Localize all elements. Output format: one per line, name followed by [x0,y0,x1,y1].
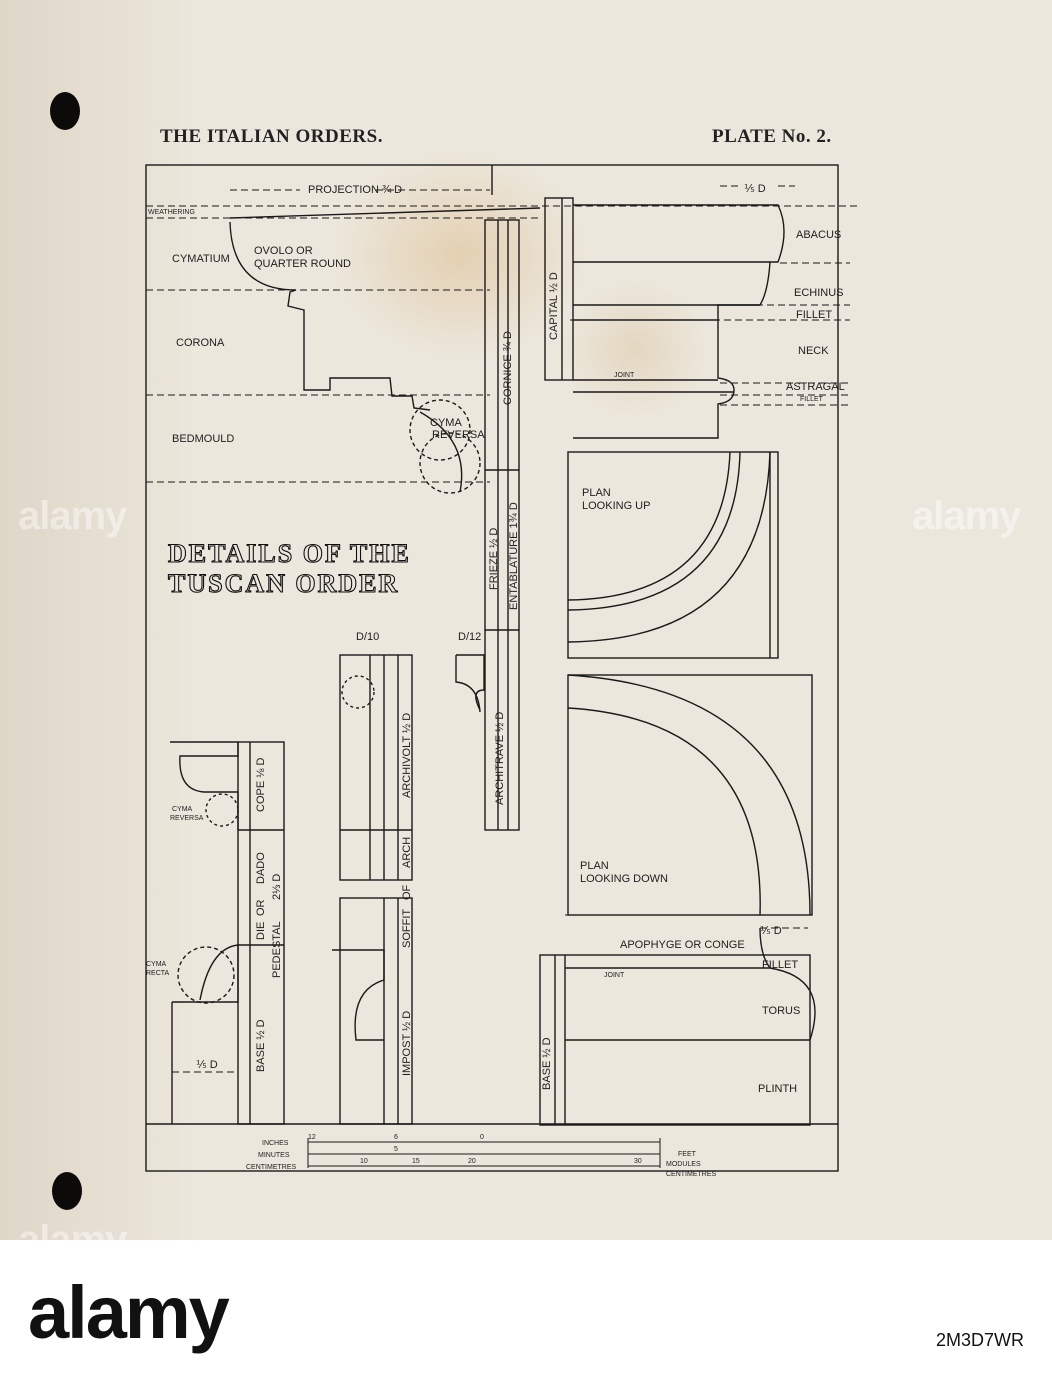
capital-profile [573,204,785,439]
projection-label: PROJECTION ¾ D [308,184,402,196]
cymatium-label: CYMATIUM [172,253,230,265]
pedestal-strip [237,741,285,1125]
impost-profile [332,949,385,1041]
capital-label: CAPITAL ½ D [548,272,560,340]
capital-joint-label: JOINT [614,372,635,379]
pedestal-profile [170,741,239,830]
base-half-d-label: BASE ½ D [541,1037,553,1090]
of-label: OF [401,884,413,900]
scale-tick-c15: 15 [412,1158,420,1165]
binder-hole-top [50,92,80,130]
cyma-reversa-label-2: REVERSA [432,429,485,441]
cyma-reversa-label-1: CYMA [430,417,462,429]
capital-fillet-label: FILLET [796,309,832,321]
watermark-right: alamy [912,494,1021,538]
scale-tick-c20: 20 [468,1158,476,1165]
two-third-d-label: 2⅓ D [271,874,283,900]
die-label: DIE [255,922,267,940]
ovolo-label-1: OVOLO OR [254,245,313,257]
abacus-label: ABACUS [796,229,841,241]
torus-label: TORUS [762,1005,800,1017]
astragal-fillet-label: FILLET [800,396,824,403]
dado-label: DADO [255,852,267,884]
scale-tick-12: 12 [308,1134,316,1141]
stock-footer [0,1240,1052,1390]
drawing-title-line2: TUSCAN ORDER [168,569,399,598]
base-fifth-d-label: ⅕ D [760,925,782,937]
pedestal-label: PEDESTAL [271,921,283,978]
plan-down-label-2: LOOKING DOWN [580,873,668,885]
scale-centimetres-label: CENTIMETRES [246,1164,297,1171]
scale-tick-5: 5 [394,1146,398,1153]
apophyge-label: APOPHYGE OR CONGE [620,939,745,951]
watermark-left: alamy [18,494,127,538]
scale-feet-label: FEET [678,1151,697,1158]
cope-label: COPE ⅛ D [255,758,267,812]
drawing-title-line1: DETAILS OF THE [168,539,411,568]
archivolt-strip [339,654,413,881]
d10-label: D/10 [356,631,379,643]
scale-tick-c10: 10 [360,1158,368,1165]
or-label: OR [255,899,267,916]
neck-label: NECK [798,345,829,357]
arch-label: ARCH [401,837,413,868]
impost-strip [339,897,413,1125]
capital-block [544,197,574,381]
d12-label: D/12 [458,631,481,643]
pedestal-cyma-reversa-label-1: CYMA [172,806,193,813]
plate-series-title: THE ITALIAN ORDERS. [160,126,383,147]
cyma-recta-label-1: CYMA [146,961,167,968]
tuscan-order-drawing: DETAILS OF THE TUSCAN ORDER PROJECTION ¾… [145,164,860,1178]
corona-label: CORONA [176,337,225,349]
frieze-label: FRIEZE ½ D [488,528,500,590]
weathering-label: WEATHERING [148,209,195,216]
cornice-label: CORNICE ¾ D [502,331,514,405]
cyma-recta-label-2: RECTA [146,970,170,977]
binder-hole-bottom [52,1172,82,1210]
stock-brand-logo: alamy [28,1271,230,1354]
paper-sheet: THE ITALIAN ORDERS. PLATE No. 2. [0,0,1052,1262]
plan-looking-down [567,674,813,916]
scale-modules-label: MODULES [666,1161,701,1168]
impost-label: IMPOST ½ D [401,1011,413,1076]
base-fillet-label: FILLET [762,959,798,971]
ovolo-label-2: QUARTER ROUND [254,258,351,270]
entablature-strip [484,219,520,831]
plan-down-label-1: PLAN [580,860,609,872]
pedestal-fifth-d-label: ⅕ D [196,1059,218,1071]
echinus-label: ECHINUS [794,287,844,299]
entablature-label: ENTABLATURE 1¾ D [508,502,520,610]
pedestal-base-label: BASE ½ D [255,1019,267,1072]
scale-tick-c30: 30 [634,1158,642,1165]
archivolt-label: ARCHIVOLT ½ D [401,713,413,798]
pedestal-cyma-reversa-label-2: REVERSA [170,815,204,822]
plinth-label: PLINTH [758,1083,797,1095]
soffit-label: SOFFIT [401,909,413,948]
scale-centimetres-right-label: CENTIMETRES [666,1171,717,1178]
bedmould-label: BEDMOULD [172,433,234,445]
astragal-label: ASTRAGAL [786,381,845,393]
capital-fifth-d-label: ⅕ D [744,183,766,195]
base-joint-label: JOINT [604,972,625,979]
scale-tick-6: 6 [394,1134,398,1141]
scale-tick-0: 0 [480,1134,484,1141]
scale-minutes-label: MINUTES [258,1152,290,1159]
architrave-label: ARCHITRAVE ½ D [494,712,506,805]
cornice-profile [229,221,431,411]
stock-image-id: 2M3D7WR [935,1330,1024,1350]
plan-up-label-1: PLAN [582,487,611,499]
scale-inches-label: INCHES [262,1140,289,1147]
plate-number: PLATE No. 2. [712,126,832,147]
plan-up-label-2: LOOKING UP [582,500,650,512]
plan-looking-up [567,451,779,659]
